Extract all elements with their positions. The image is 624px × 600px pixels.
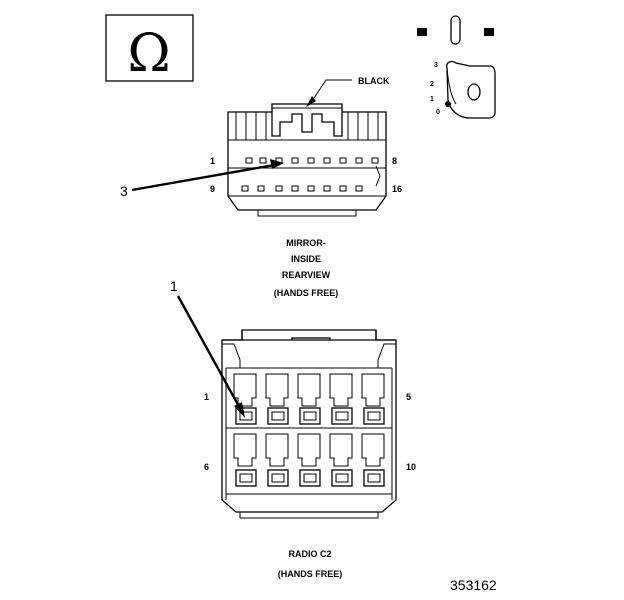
mirror-pin-16-label: 16 <box>392 184 402 194</box>
key-position-3: 3 <box>434 62 438 69</box>
radio-pin-6-label: 6 <box>204 462 209 472</box>
radio-pin-1-label: 1 <box>204 392 209 402</box>
figure-number: 353162 <box>450 577 497 593</box>
mirror-title-line-3: REARVIEW <box>282 270 331 280</box>
mirror-connector <box>227 103 387 217</box>
mirror-pin-1-label: 1 <box>210 156 215 166</box>
radio-pin-5-label: 5 <box>406 392 411 402</box>
omega-icon: Ω <box>127 24 170 84</box>
mirror-pin-9-label: 9 <box>210 184 215 194</box>
mirror-color-label: BLACK <box>358 76 390 86</box>
radio-title-line-1: RADIO C2 <box>288 549 331 559</box>
ignition-key-icon: 3 2 1 0 <box>417 15 496 119</box>
radio-pin-10-label: 10 <box>406 462 416 472</box>
radio-title-line-2: (HANDS FREE) <box>278 569 343 579</box>
mirror-callout-3: 3 <box>120 183 128 199</box>
mirror-title-line-1: MIRROR- <box>286 238 326 248</box>
radio-cavity-row-2 <box>233 433 385 487</box>
mirror-connector-title: MIRROR- INSIDE REARVIEW (HANDS FREE) <box>274 238 339 298</box>
omega-symbol-box: Ω <box>105 14 194 84</box>
radio-connector-title: RADIO C2 (HANDS FREE) <box>278 549 343 579</box>
radio-callout-1: 1 <box>170 278 178 294</box>
key-position-1: 1 <box>430 96 434 103</box>
key-position-0: 0 <box>436 109 440 116</box>
mirror-pin-8-label: 8 <box>392 156 397 166</box>
mirror-title-line-2: INSIDE <box>291 254 321 264</box>
key-position-2: 2 <box>430 81 434 88</box>
mirror-title-line-4: (HANDS FREE) <box>274 288 339 298</box>
